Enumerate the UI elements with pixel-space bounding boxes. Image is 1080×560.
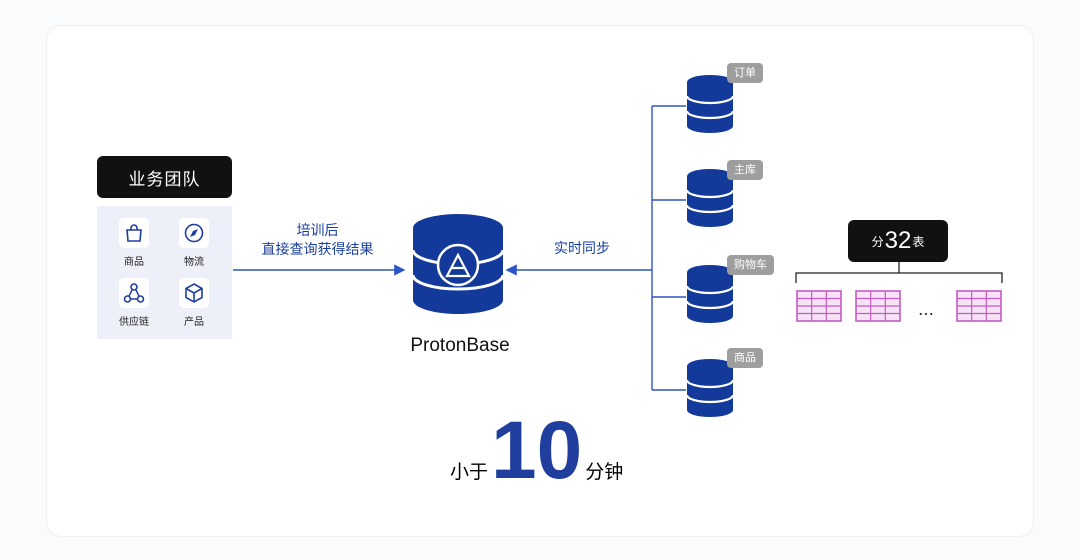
shopping-bag-icon: [119, 218, 149, 248]
team-panel: 商品 物流 供应链 产品: [97, 206, 232, 339]
team-item-supply-chain: 供应链: [107, 278, 161, 328]
right-arrow-label: 实时同步: [554, 241, 610, 257]
db-tag-orders: 订单: [727, 63, 763, 83]
bottom-number: 10: [491, 405, 583, 496]
center-name: ProtonBase: [410, 335, 510, 356]
team-item-label: 商品: [124, 257, 144, 268]
team-item-label: 产品: [184, 317, 204, 328]
team-item-label: 物流: [184, 257, 204, 268]
db-tag-main: 主库: [727, 160, 763, 180]
shard-badge: 分 32 表: [848, 220, 948, 262]
compass-icon: [179, 218, 209, 248]
team-item-product: 产品: [167, 278, 221, 328]
bottom-prefix: 小于: [450, 461, 489, 483]
team-title: 业务团队: [97, 156, 232, 198]
shard-prefix: 分: [871, 234, 884, 249]
team-item-label: 供应链: [119, 317, 149, 328]
db-tag-cart: 购物车: [727, 255, 774, 275]
bottom-suffix: 分钟: [585, 461, 624, 483]
bottom-statement: 小于 10 分钟: [450, 402, 623, 492]
db-tag-goods: 商品: [727, 348, 763, 368]
shard-count: 32: [884, 227, 912, 254]
left-label-line2: 直接查询获得结果: [261, 242, 374, 258]
box-icon: [179, 278, 209, 308]
shard-suffix: 表: [912, 234, 925, 249]
team-item-goods: 商品: [107, 218, 161, 268]
network-icon: [119, 278, 149, 308]
left-arrow-label: 培训后 直接查询获得结果: [250, 222, 385, 260]
team-item-logistics: 物流: [167, 218, 221, 268]
table-ellipsis: …: [918, 300, 934, 319]
left-label-line1: 培训后: [296, 223, 339, 239]
